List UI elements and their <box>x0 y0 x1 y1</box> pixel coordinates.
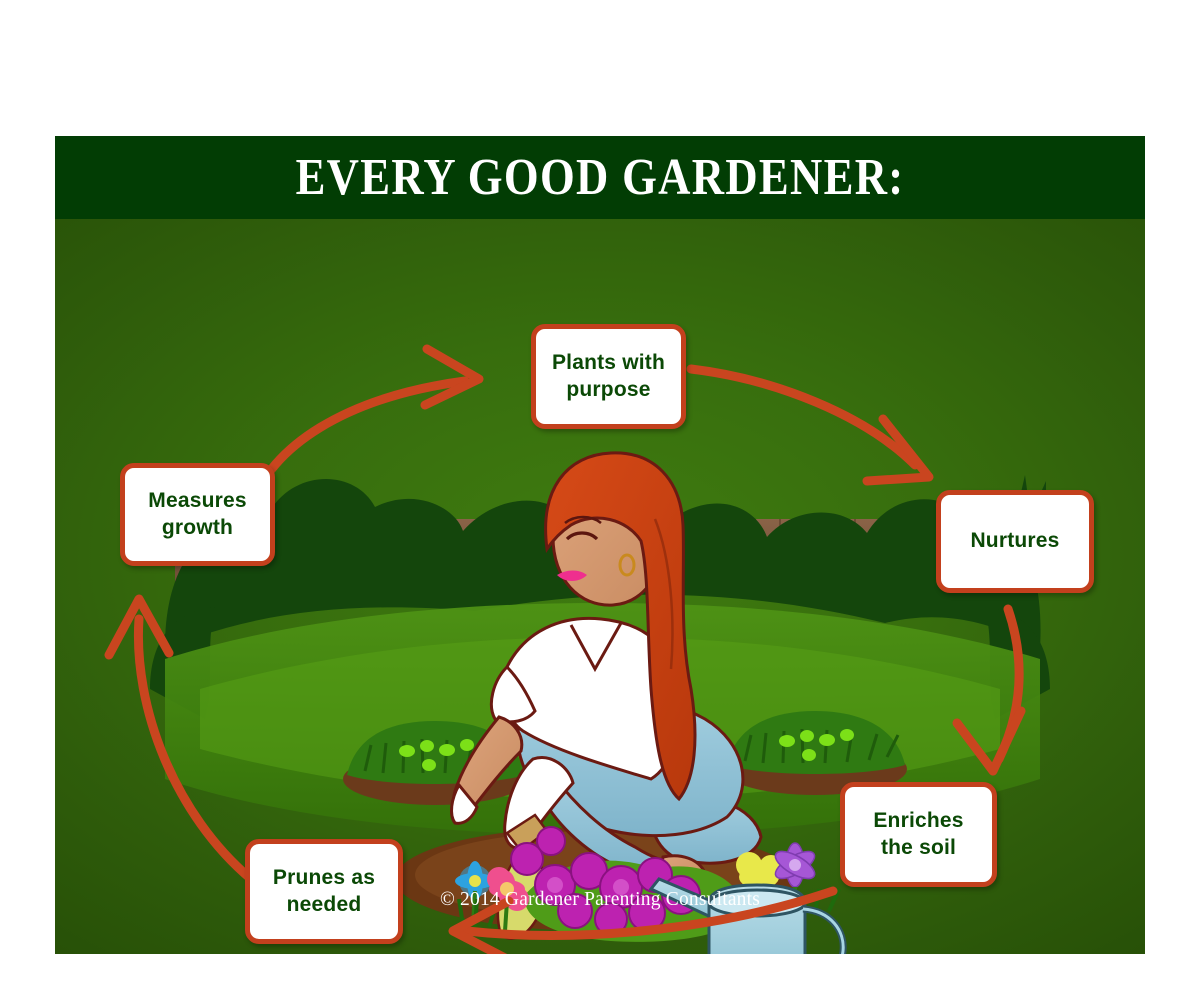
arrow-measures-to-plants <box>246 344 484 512</box>
title-bar: EVERY GOOD GARDENER: <box>55 136 1145 219</box>
concept-label-measures: Measures growth <box>148 488 247 539</box>
copyright-notice: © 2014 Gardener Parenting Consultants <box>439 889 761 910</box>
diagram-stage: Plants with purpose Nurtures Enriches th… <box>55 219 1145 954</box>
arrow-prunes-to-measures <box>104 594 256 884</box>
concept-box-enriches-the-soil[interactable]: Enriches the soil <box>840 782 997 887</box>
concept-label-prunes: Prunes as needed <box>272 865 376 916</box>
concept-label-enriches: Enriches the soil <box>873 808 964 859</box>
arrow-enriches-to-prunes <box>448 886 838 954</box>
infographic-slide: EVERY GOOD GARDENER: <box>55 136 1145 954</box>
arrow-plants-to-nurtures <box>686 364 934 486</box>
blue-flower <box>455 861 495 926</box>
purple-flower-bed <box>510 826 745 942</box>
concept-label-plants: Plants with purpose <box>551 350 666 401</box>
arrow-nurtures-to-enriches <box>952 604 1026 776</box>
concept-label-nurtures: Nurtures <box>970 529 1060 553</box>
concept-box-prunes-as-needed[interactable]: Prunes as needed <box>245 839 403 944</box>
page-title: EVERY GOOD GARDENER: <box>295 149 905 206</box>
concept-box-measures-growth[interactable]: Measures growth <box>120 463 275 566</box>
cycle-arrows <box>104 344 1026 954</box>
shrub-bed-right <box>723 711 907 795</box>
concept-box-plants-with-purpose[interactable]: Plants with purpose <box>531 324 686 429</box>
concept-box-nurtures[interactable]: Nurtures <box>936 490 1094 593</box>
